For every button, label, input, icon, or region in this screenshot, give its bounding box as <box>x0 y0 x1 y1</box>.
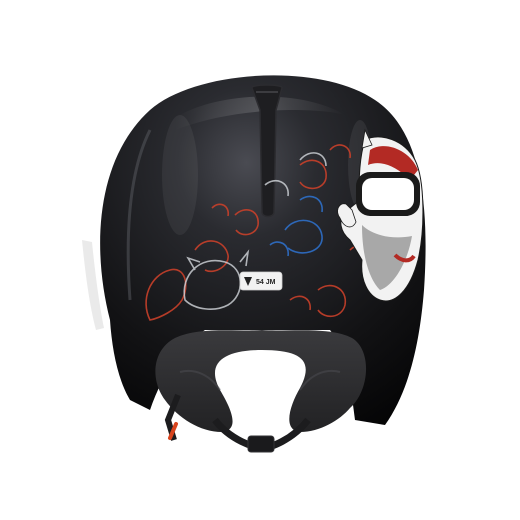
chin-strap <box>164 393 311 453</box>
brand-stripe <box>82 240 104 330</box>
goggles-mascot-graphic <box>337 128 424 302</box>
size-sticker: 54 JM <box>239 271 283 291</box>
top-vent <box>251 84 283 218</box>
brand-logo-icon <box>244 277 252 286</box>
size-label: 54 JM <box>256 279 276 286</box>
shell-graphic-blue <box>269 195 323 257</box>
shell-graphic-red <box>145 144 370 321</box>
helmet-liner <box>155 330 367 432</box>
